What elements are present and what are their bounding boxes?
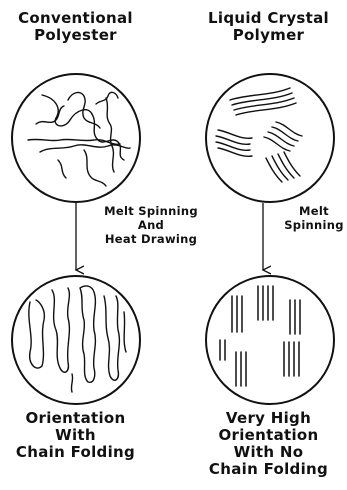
chain-folding-circle xyxy=(12,276,140,404)
conventional-polyester-circle xyxy=(12,74,140,202)
high-orientation-circle xyxy=(206,276,334,404)
liquid-crystal-polymer-circle xyxy=(206,74,334,202)
